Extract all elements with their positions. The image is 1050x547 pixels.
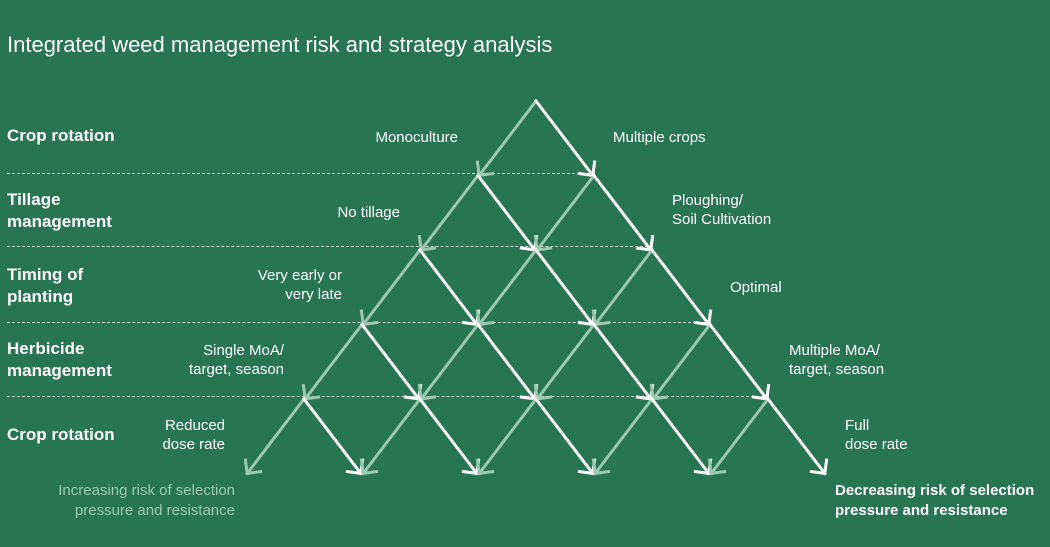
good-arrow [533, 247, 597, 327]
good-arrow [533, 396, 597, 476]
option-no-tillage: No tillage [337, 204, 400, 221]
risk-arrow [359, 396, 423, 476]
row-divider [7, 396, 769, 397]
risk-arrow [475, 247, 539, 327]
option-ploughing: Ploughing/Soil Cultivation [672, 192, 772, 228]
row-divider [7, 246, 653, 247]
option-multiple-crops: Multiple crops [613, 129, 706, 146]
risk-arrow [475, 396, 539, 476]
page-title: Integrated weed management risk and stra… [7, 32, 553, 57]
row-label-crop-rotation: Crop rotation [7, 126, 115, 145]
risk-arrow [707, 396, 771, 476]
risk-arrow [301, 322, 365, 402]
row-divider [7, 173, 595, 174]
option-single-moa: Single MoA/target, season [188, 342, 284, 378]
risk-arrow [533, 173, 597, 253]
good-arrow [533, 98, 597, 178]
risk-arrow [359, 247, 423, 327]
risk-arrow [417, 173, 481, 253]
good-arrow [417, 396, 481, 476]
good-arrow [475, 322, 539, 402]
option-optimal: Optimal [730, 279, 782, 296]
good-arrow [417, 247, 481, 327]
risk-arrow [475, 98, 539, 178]
good-arrow [591, 173, 655, 253]
good-arrow [649, 247, 713, 327]
risk-arrow [243, 396, 307, 476]
risk-arrow [591, 247, 655, 327]
risk-arrow [417, 322, 481, 402]
good-arrow [475, 173, 539, 253]
good-arrow [359, 322, 423, 402]
good-arrow [707, 322, 771, 402]
option-monoculture: Monoculture [375, 129, 458, 146]
good-arrow [301, 396, 365, 476]
row-divider [7, 322, 711, 323]
risk-arrow [591, 396, 655, 476]
good-arrow [591, 322, 655, 402]
good-arrow [765, 396, 829, 476]
risk-arrow [649, 322, 713, 402]
risk-arrow [533, 322, 597, 402]
option-multiple-moa: Multiple MoA/target, season [789, 342, 885, 378]
row-label-dose: Crop rotation [7, 425, 115, 444]
good-arrow [649, 396, 713, 476]
